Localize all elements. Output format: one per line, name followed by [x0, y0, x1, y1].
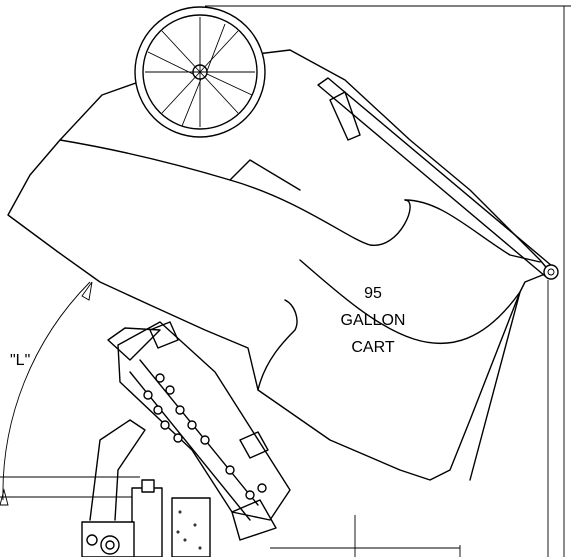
cart-label-line3: CART — [351, 339, 394, 356]
cart-label-line2: GALLON — [341, 312, 406, 329]
angle-dimension — [0, 281, 93, 506]
wheel-icon — [134, 6, 266, 138]
cart-body — [7, 49, 551, 481]
cart-label: 95 GALLON CART — [341, 285, 406, 356]
frame-lines — [0, 5, 571, 557]
arm-bolts — [143, 373, 267, 500]
lifter-arm — [107, 321, 291, 541]
cart-lid — [317, 77, 559, 280]
cart-label-line1: 95 — [364, 285, 382, 302]
base-mechanism — [81, 419, 211, 557]
dimension-label: "L" — [10, 352, 30, 369]
